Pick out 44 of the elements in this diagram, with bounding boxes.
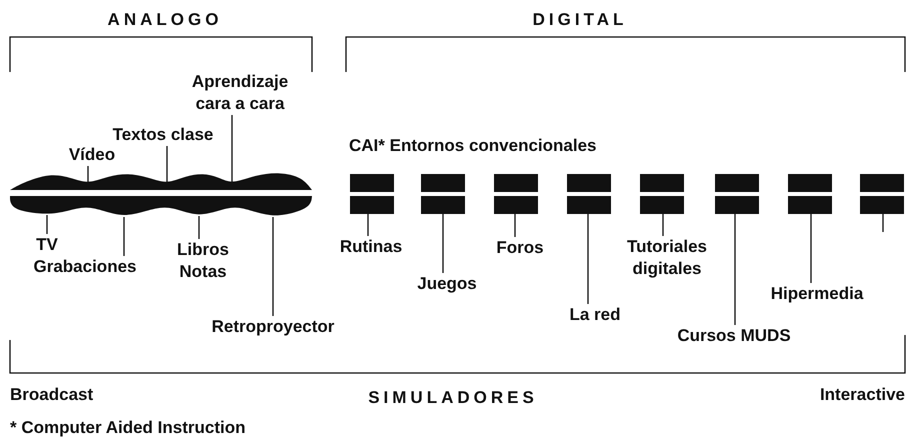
leader-line xyxy=(587,214,589,304)
section-heading: SIMULADORES xyxy=(368,387,538,409)
media-block xyxy=(715,174,759,214)
media-label: Hipermedia xyxy=(770,283,864,305)
leader-line xyxy=(442,214,444,273)
media-label: Grabaciones xyxy=(34,256,136,278)
leader-line xyxy=(810,214,812,283)
media-block xyxy=(350,174,394,214)
media-label: Foros xyxy=(496,237,544,259)
leader-line xyxy=(198,216,200,239)
media-label: La red xyxy=(569,304,621,326)
media-label: Retroproyector xyxy=(212,316,334,338)
leader-line xyxy=(734,214,736,325)
axis-label: CAI* Entornos convencionales xyxy=(349,135,596,157)
media-label: Juegos xyxy=(417,273,477,295)
leader-line xyxy=(166,146,168,184)
media-block xyxy=(494,174,538,214)
leader-line xyxy=(46,215,48,234)
leader-line xyxy=(882,214,884,232)
leader-line xyxy=(87,166,89,184)
section-heading: ANALOGO xyxy=(108,9,222,31)
leader-line xyxy=(514,214,516,237)
media-label: Rutinas xyxy=(340,236,402,258)
axis-label: Interactive xyxy=(820,384,905,406)
media-label: Textos clase xyxy=(112,124,214,146)
section-heading: DIGITAL xyxy=(532,9,628,31)
media-label: Vídeo xyxy=(68,144,116,166)
leader-line xyxy=(231,115,233,184)
media-label: Aprendizaje cara a cara xyxy=(175,71,305,115)
footnote: * Computer Aided Instruction xyxy=(10,417,246,439)
media-block xyxy=(788,174,832,214)
media-block xyxy=(640,174,684,214)
leader-line xyxy=(662,214,664,236)
leader-line xyxy=(272,217,274,316)
media-block xyxy=(567,174,611,214)
axis-label: Broadcast xyxy=(10,384,94,406)
media-label: TV xyxy=(36,234,58,256)
leader-line xyxy=(123,217,125,256)
media-label: Cursos MUDS xyxy=(677,325,791,347)
media-block xyxy=(860,174,904,214)
media-block xyxy=(421,174,465,214)
media-label: Libros Notas xyxy=(168,239,238,283)
leader-line xyxy=(367,214,369,236)
media-label: Tutoriales digitales xyxy=(614,236,720,280)
